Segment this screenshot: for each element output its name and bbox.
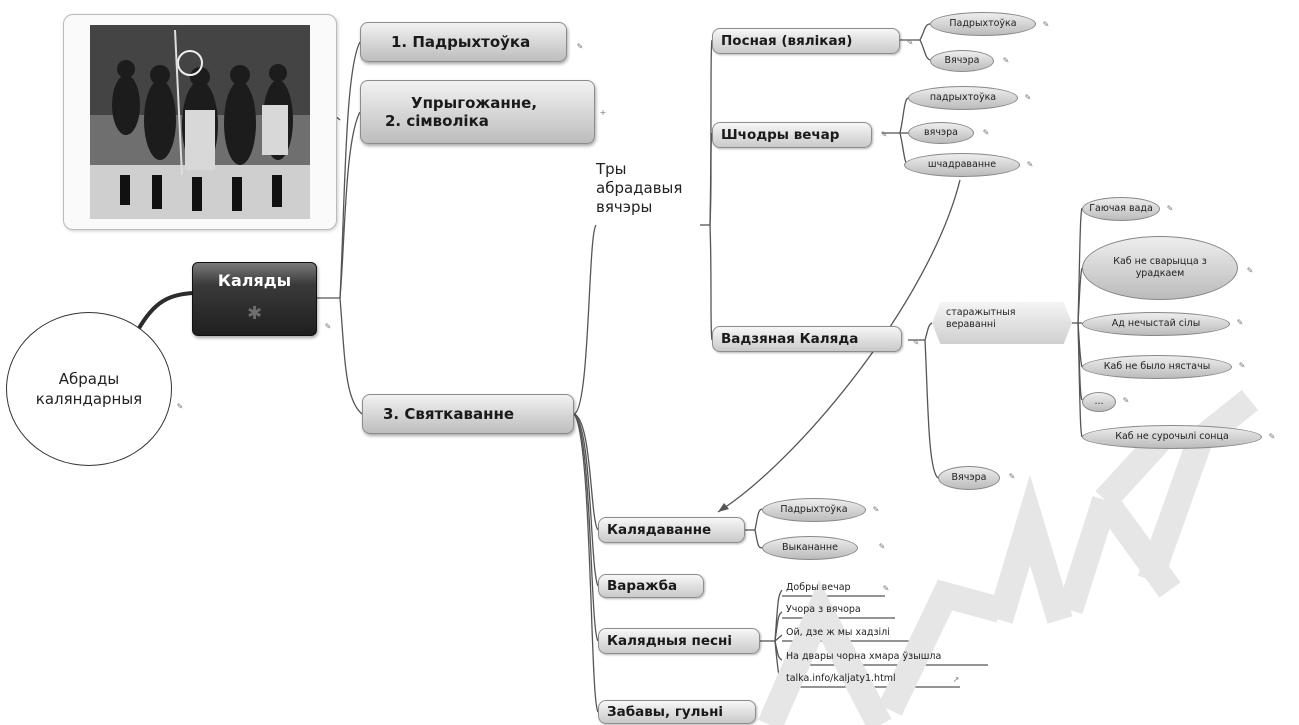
note-icon[interactable]: ✎	[1024, 93, 1032, 102]
note-icon[interactable]: ✎	[880, 130, 888, 139]
belief-kab-ne-svarytstsa[interactable]: Каб не сварыцца з урадкаем	[1082, 236, 1238, 300]
note-icon[interactable]: ✎	[1008, 472, 1016, 481]
topic-padryhtouka-label: 1. Падрыхтоўка	[391, 33, 531, 51]
sv-kalyadavanne[interactable]: Калядаванне	[598, 517, 745, 543]
pill-label: Падрыхтоўка	[949, 18, 1017, 29]
root-node[interactable]: Абрады каляндарныя	[6, 312, 172, 466]
evening-posnaya[interactable]: Посная (вялікая)	[712, 28, 900, 54]
song-link[interactable]: talka.info/kaljaty1.html	[786, 673, 896, 684]
central-label: Каляды	[217, 271, 292, 290]
note-icon[interactable]: ✎	[576, 42, 584, 51]
note-icon[interactable]: ✎	[872, 505, 880, 514]
song-item[interactable]: Добры вечар	[786, 582, 851, 593]
note-icon[interactable]: ✎	[882, 584, 890, 593]
pill-label: Выкананне	[782, 542, 838, 553]
shchodry-shchadravanne[interactable]: шчадраванне	[904, 153, 1020, 177]
belief-kab-ne-bylo-nyastachy[interactable]: Каб не было нястачы	[1082, 355, 1232, 379]
link-icon[interactable]: ↗	[952, 675, 960, 684]
kalyadavanne-vykananne[interactable]: Выкананне	[762, 536, 858, 560]
shchodry-padryhtouka[interactable]: падрыхтоўка	[908, 86, 1018, 110]
hex-label: старажытныя вераванні	[946, 307, 1016, 330]
pill-label: шчадраванне	[927, 159, 997, 170]
sv-pesni-label: Калядныя песні	[607, 633, 732, 649]
note-icon[interactable]: ✎	[1236, 318, 1244, 327]
pill-label: Гаючая вада	[1089, 203, 1153, 214]
belief-ad-nechystay-sily[interactable]: Ад нечыстай сілы	[1082, 312, 1230, 336]
expand-icon[interactable]: +	[599, 108, 607, 117]
sv-kalyadavanne-label: Калядаванне	[607, 522, 712, 538]
belief-kab-ne-surochyli[interactable]: Каб не сурочылі сонца	[1082, 425, 1262, 449]
topic-upryhozhanne[interactable]: Упрыгожанне, 2. сімволіка	[360, 80, 595, 144]
sv-varazhba-label: Варажба	[607, 578, 678, 594]
pill-label: ...	[1094, 396, 1104, 407]
tryi-line3: вячэры	[596, 198, 653, 216]
posnaya-padryhtouka[interactable]: Падрыхтоўка	[930, 12, 1036, 36]
carolers-photo	[90, 25, 310, 219]
tryi-line1: Тры	[596, 160, 627, 178]
note-icon[interactable]: ✎	[176, 402, 184, 411]
belief-gayuchaya-vada[interactable]: Гаючая вада	[1082, 197, 1160, 221]
snowflake-icon: ✱	[246, 303, 263, 324]
pill-label: Каб не сурочылі сонца	[1115, 431, 1229, 442]
evening-vadzyanaya[interactable]: Вадзяная Каляда	[712, 326, 902, 352]
note-icon[interactable]: ✎	[1166, 204, 1174, 213]
sv-zabavy-label: Забавы, гульні	[607, 704, 724, 720]
topic-sviatkavanne-label: 3. Святкаванне	[383, 405, 515, 423]
note-icon[interactable]: ✎	[324, 322, 332, 331]
root-label-line2: каляндарныя	[35, 390, 143, 408]
posnaya-vyachera[interactable]: Вячэра	[930, 50, 994, 72]
topic-sviatkavanne[interactable]: 3. Святкаванне	[362, 394, 574, 434]
sv-kalyadnyya-pesni[interactable]: Калядныя песні	[598, 628, 760, 654]
pill-label: Ад нечыстай сілы	[1111, 318, 1201, 329]
note-icon[interactable]: ✎	[1122, 396, 1130, 405]
sv-varazhba[interactable]: Варажба	[598, 574, 704, 598]
topic-padryhtouka[interactable]: 1. Падрыхтоўка	[360, 22, 567, 62]
song-item[interactable]: На двары чорна хмара ўзышла	[786, 651, 942, 662]
pill-label: Каб не было нястачы	[1103, 361, 1211, 372]
pill-label: Каб не сварыцца з урадкаем	[1113, 256, 1207, 279]
note-icon[interactable]: ✎	[1268, 432, 1276, 441]
note-icon[interactable]: ✎	[1238, 361, 1246, 370]
pill-label: Вячэра	[951, 472, 987, 483]
evening-shchodry-label: Шчодры вечар	[721, 127, 840, 143]
note-icon[interactable]: ✎	[1002, 56, 1010, 65]
evening-posnaya-label: Посная (вялікая)	[721, 33, 853, 49]
song-item[interactable]: Учора з вячора	[786, 604, 861, 615]
note-icon[interactable]: ✎	[1026, 160, 1034, 169]
starazhytnyya-veravanni[interactable]: старажытныя вераванні	[932, 302, 1072, 344]
root-label-line1: Абрады	[58, 370, 120, 388]
note-icon[interactable]: ✎	[912, 338, 920, 347]
central-node[interactable]: Каляды ✱	[192, 262, 317, 336]
pill-label: вячэра	[924, 127, 958, 138]
pill-label: Падрыхтоўка	[780, 504, 848, 515]
song-item[interactable]: Ой, дзе ж мы хадзілі	[786, 627, 890, 638]
vadzyanaya-vyachera[interactable]: Вячэра	[938, 466, 1000, 490]
evening-shchodry[interactable]: Шчодры вечар	[712, 122, 872, 148]
kalyadavanne-padryhtouka[interactable]: Падрыхтоўка	[762, 498, 866, 522]
tryi-vyachery-label[interactable]: Тры абрадавыя вячэры	[596, 160, 716, 217]
topic-upryhozhanne-line2: 2. сімволіка	[385, 112, 489, 130]
tryi-line2: абрадавыя	[596, 179, 683, 197]
note-icon[interactable]: ✎	[1246, 266, 1254, 275]
photo-frame	[63, 14, 337, 230]
note-icon[interactable]: ✎	[878, 542, 886, 551]
shchodry-vyachera[interactable]: вячэра	[908, 122, 974, 144]
sv-zabavy[interactable]: Забавы, гульні	[598, 700, 756, 724]
note-icon[interactable]: ✎	[982, 128, 990, 137]
topic-upryhozhanne-line1: Упрыгожанне,	[411, 94, 538, 112]
belief-ellipsis[interactable]: ...	[1082, 392, 1116, 412]
note-icon[interactable]: ✎	[1042, 20, 1050, 29]
pill-label: падрыхтоўка	[929, 92, 997, 103]
evening-vadzyanaya-label: Вадзяная Каляда	[721, 331, 859, 347]
note-icon[interactable]: ✎	[906, 38, 914, 47]
pill-label: Вячэра	[944, 55, 980, 66]
